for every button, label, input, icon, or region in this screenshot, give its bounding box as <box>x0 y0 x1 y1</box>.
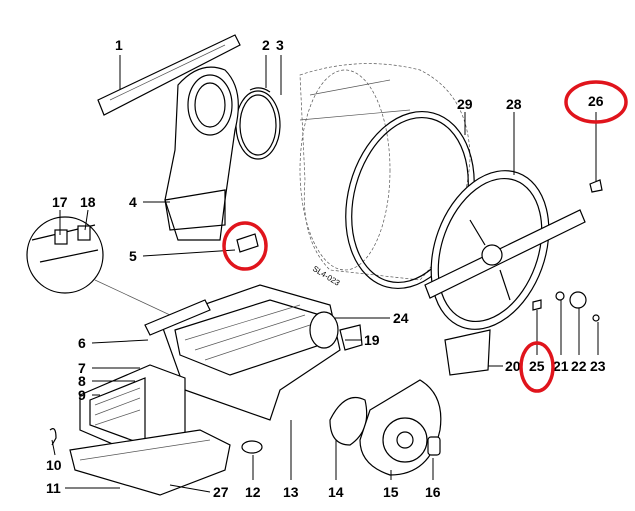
label-13: 13 <box>283 484 299 500</box>
part-25-part <box>532 299 542 311</box>
part-22-thermostat <box>569 291 587 309</box>
part-12-foot <box>241 440 263 454</box>
label-9: 9 <box>78 387 86 403</box>
highlight-part-26 <box>564 80 628 124</box>
label-3: 3 <box>276 37 284 53</box>
label-20: 20 <box>505 358 521 374</box>
label-29: 29 <box>457 96 473 112</box>
drawing-code: SL4-023 <box>311 264 342 288</box>
label-12: 12 <box>245 484 261 500</box>
label-28: 28 <box>506 96 522 112</box>
highlight-part-5 <box>222 221 268 271</box>
label-14: 14 <box>328 484 344 500</box>
label-27: 27 <box>213 484 229 500</box>
label-5: 5 <box>129 248 137 264</box>
part-15-fan-housing <box>359 379 442 476</box>
label-2: 2 <box>262 37 270 53</box>
highlight-markers <box>222 80 628 393</box>
drum <box>299 63 471 281</box>
label-26: 26 <box>588 93 604 109</box>
label-1: 1 <box>115 37 123 53</box>
rear-panel <box>424 170 586 330</box>
label-10: 10 <box>46 457 62 473</box>
label-21: 21 <box>553 358 569 374</box>
part-4-duct <box>164 66 239 241</box>
label-8: 8 <box>78 373 86 389</box>
part-13-housing <box>159 284 341 421</box>
part-11-tray <box>69 429 231 496</box>
inset-detail <box>26 216 171 316</box>
label-17: 17 <box>52 194 68 210</box>
part-10-clip <box>49 428 57 446</box>
part-26-clip <box>589 179 603 193</box>
label-19: 19 <box>364 332 380 348</box>
label-6: 6 <box>78 335 86 351</box>
label-23: 23 <box>590 358 606 374</box>
part-16-capacitor <box>427 436 441 456</box>
part-3-ring <box>235 90 281 160</box>
part-6-filter <box>144 299 211 336</box>
label-7: 7 <box>78 360 86 376</box>
label-25: 25 <box>529 358 545 374</box>
label-4: 4 <box>129 194 137 210</box>
label-16: 16 <box>425 484 441 500</box>
label-18: 18 <box>80 194 96 210</box>
part-19-sensor <box>339 324 363 351</box>
highlight-part-25 <box>519 341 555 393</box>
part-5-filter-switch <box>236 233 259 253</box>
part-20-cover <box>444 329 491 376</box>
label-24: 24 <box>393 310 409 326</box>
label-22: 22 <box>571 358 587 374</box>
label-11: 11 <box>46 480 61 496</box>
label-15: 15 <box>383 484 399 500</box>
part-number-labels: 1 2 3 4 5 6 7 8 9 10 11 12 13 14 15 16 1… <box>46 37 606 500</box>
